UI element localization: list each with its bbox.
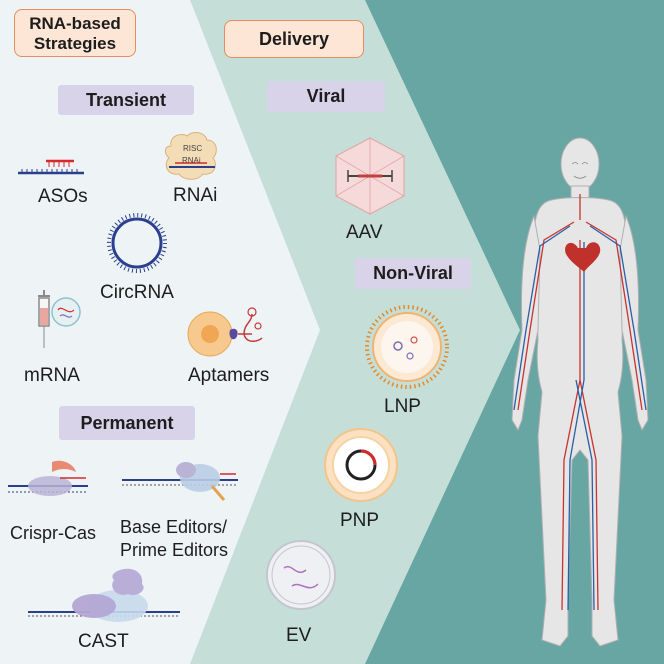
rnai-label: RNAi <box>173 185 218 206</box>
transient-tag: Transient <box>58 85 194 115</box>
delivery-title-tag: Delivery <box>224 20 364 58</box>
aav-label: AAV <box>346 222 383 243</box>
aptamer-icon <box>187 307 263 357</box>
prime-editors-label: Prime Editors <box>120 540 229 560</box>
crispr-cas-label: Crispr-Cas <box>10 523 97 543</box>
circrna-label: CircRNA <box>100 282 174 303</box>
crispr-cas-icon <box>8 460 88 496</box>
strategies-title-tag: RNA-based Strategies <box>14 9 136 57</box>
asos-label: ASOs <box>38 186 88 207</box>
aso-icon <box>18 159 84 175</box>
mrna-label: mRNA <box>24 365 80 386</box>
cast-label: CAST <box>78 631 129 652</box>
lnp-label: LNP <box>384 396 421 417</box>
human-body-icon <box>511 137 649 647</box>
pnp-icon <box>324 428 398 502</box>
aptamers-label: Aptamers <box>188 365 270 386</box>
ev-label: EV <box>286 625 312 646</box>
non-viral-tag: Non-Viral <box>355 258 471 289</box>
cast-icon <box>28 568 180 622</box>
ev-icon <box>266 540 336 610</box>
permanent-tag: Permanent <box>59 406 195 440</box>
delivery-panel <box>190 0 520 664</box>
base-editor-icon <box>122 462 238 501</box>
base-editors-label: Base Editors/ <box>120 517 228 537</box>
circrna-icon <box>107 213 167 273</box>
lnp-icon <box>365 305 449 389</box>
pnp-label: PNP <box>340 510 380 531</box>
aav-capsid-icon <box>335 137 405 215</box>
risc-label: RISC <box>183 144 203 153</box>
syringe-icon <box>38 290 81 348</box>
rnai-small-label: RNAi <box>182 156 201 165</box>
risc-complex-icon <box>164 132 217 180</box>
viral-tag: Viral <box>267 81 385 112</box>
strategies-title-line2: Strategies <box>33 34 117 53</box>
strategies-title-line1: RNA-based <box>29 14 121 33</box>
